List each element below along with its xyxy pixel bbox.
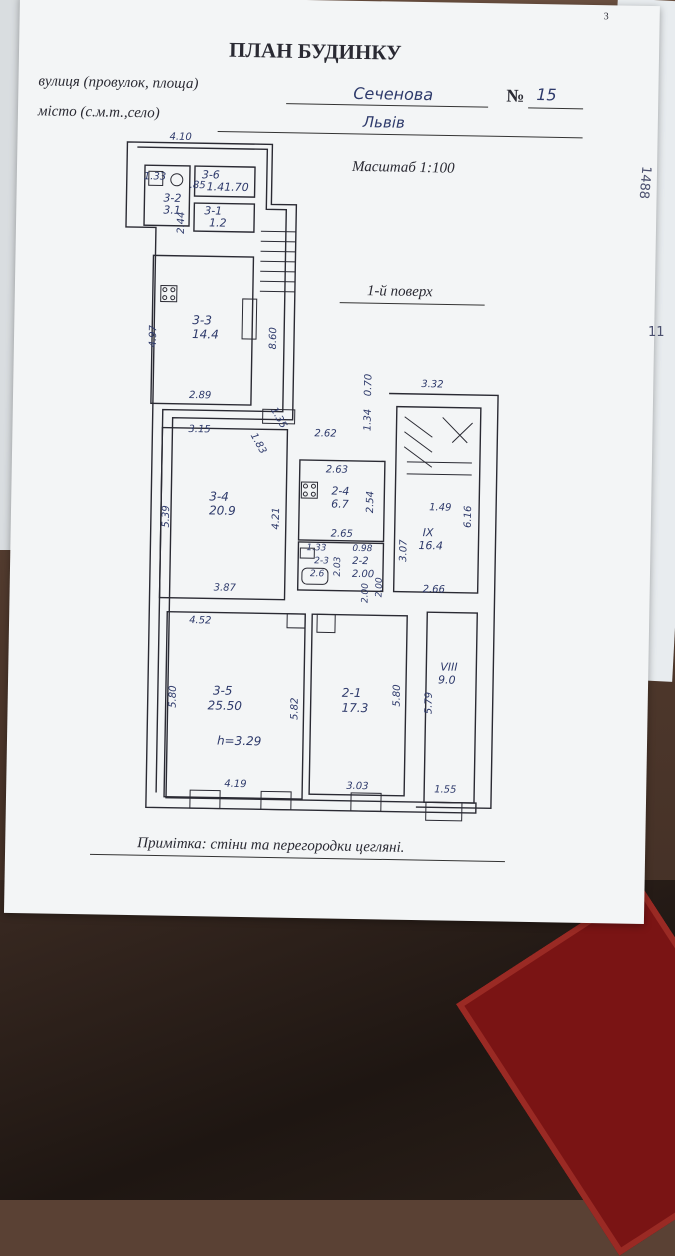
room-id: 3-1 xyxy=(204,204,222,217)
room-area: 2.6 xyxy=(310,569,325,579)
dimension-label: 2.66 xyxy=(423,584,445,595)
room-area: 2.00 xyxy=(352,569,374,580)
dimension-label: 8.60 xyxy=(268,327,279,349)
room-area: 20.9 xyxy=(209,503,236,517)
room-area: 1.41.70 xyxy=(207,180,249,194)
room-area: 3.1 xyxy=(163,204,181,217)
room-id: 2-4 xyxy=(331,485,349,498)
dimension-label: 5.80 xyxy=(168,685,179,707)
room-area: 16.4 xyxy=(418,539,443,552)
room-id: 3-6 xyxy=(202,168,220,181)
dimension-label: 2.44 xyxy=(176,211,187,233)
material-note: Примітка: стіни та перегородки цегляні. xyxy=(136,835,405,856)
dimension-label: 2.00 xyxy=(360,583,370,603)
dimension-label: 1.33 xyxy=(144,171,166,182)
room-id: VIII xyxy=(440,660,457,673)
dimension-labels: 4.10 1.33 .85 2.44 4.97 8.60 2.89 3.15 1… xyxy=(144,132,474,796)
city-value: Львів xyxy=(362,113,405,132)
dimension-label: 3.15 xyxy=(188,424,210,435)
dimension-label: 6.16 xyxy=(463,506,474,528)
dimension-label: 4.21 xyxy=(271,507,282,529)
dimension-label: 5.80 xyxy=(392,684,403,706)
dimension-label: 2.03 xyxy=(333,556,343,576)
number-label: № xyxy=(506,86,524,106)
dimension-label: .85 xyxy=(190,180,206,191)
floor-label: 1-й поверх xyxy=(367,283,433,300)
dimension-label: 1.49 xyxy=(429,502,451,513)
dimension-label: 3.32 xyxy=(421,379,443,390)
margin-note: 11 xyxy=(648,325,665,340)
dimension-label: 5.79 xyxy=(424,692,435,714)
room-id: 3-4 xyxy=(209,489,229,503)
dimension-label: 3.07 xyxy=(398,539,409,562)
plan-title: ПЛАН БУДИНКУ xyxy=(229,38,402,65)
floor-plan-sheet: ПЛАН БУДИНКУ вулиця (провулок, площа) Се… xyxy=(3,0,660,925)
dimension-label: 3.87 xyxy=(214,582,237,593)
room-id: 2-2 xyxy=(352,556,369,567)
room-labels: 3-6 1.41.70 3-2 3.1 3-1 1.2 3-3 14.4 3-4… xyxy=(163,168,458,749)
staircase xyxy=(259,230,473,476)
dimension-label: 5.39 xyxy=(161,505,172,527)
room-id: 2-1 xyxy=(342,686,362,700)
room-id: 3-2 xyxy=(163,192,181,205)
city-label: місто (с.м.т.,село) xyxy=(37,103,160,121)
floor-plan-drawing: ПЛАН БУДИНКУ вулиця (провулок, площа) Се… xyxy=(37,11,609,863)
building-outline xyxy=(125,141,499,814)
dimension-label: 1.55 xyxy=(434,784,456,795)
room-area: 17.3 xyxy=(341,701,368,715)
dimension-label: 1.34 xyxy=(362,409,373,431)
dimension-label: 2.63 xyxy=(326,464,348,475)
windows xyxy=(189,298,463,822)
room-id: 2-3 xyxy=(314,556,329,566)
street-value: Сеченова xyxy=(353,84,433,104)
ceiling-height: h=3.29 xyxy=(217,734,262,749)
corner-mark: 3 xyxy=(604,11,609,22)
room-id: 3-5 xyxy=(213,683,233,697)
dimension-label: 2.65 xyxy=(331,529,353,540)
room-id: IX xyxy=(423,526,434,539)
room-area: 25.50 xyxy=(208,698,243,713)
margin-note: 1488 xyxy=(635,165,654,200)
number-value: 15 xyxy=(536,85,557,104)
dimension-label: 5.82 xyxy=(289,698,300,720)
dimension-label: 2.00 xyxy=(375,577,385,597)
street-label: вулиця (провулок, площа) xyxy=(38,73,198,92)
dimension-label: 2.89 xyxy=(189,390,211,401)
dimension-label: 4.10 xyxy=(169,132,191,143)
dimension-label: 2.54 xyxy=(365,491,376,513)
room-id: 3-3 xyxy=(192,313,212,327)
dimension-label: 0.98 xyxy=(352,544,372,554)
fixtures xyxy=(148,170,336,634)
scale-label: Масштаб 1:100 xyxy=(351,159,455,177)
dimension-label: 4.97 xyxy=(148,324,159,347)
room-area: 6.7 xyxy=(331,498,349,511)
room-area: 14.4 xyxy=(192,327,219,341)
dimension-label: 4.19 xyxy=(224,779,246,790)
room-area: 9.0 xyxy=(438,673,456,686)
dimension-label: 0.70 xyxy=(363,374,374,396)
dimension-label: 1.83 xyxy=(248,431,268,456)
dimension-label: 2.62 xyxy=(314,428,336,439)
dimension-label: 3.03 xyxy=(346,781,368,792)
dimension-label: 1.33 xyxy=(306,543,326,553)
dimension-label: 4.52 xyxy=(189,615,211,626)
room-area: 1.2 xyxy=(209,216,227,229)
